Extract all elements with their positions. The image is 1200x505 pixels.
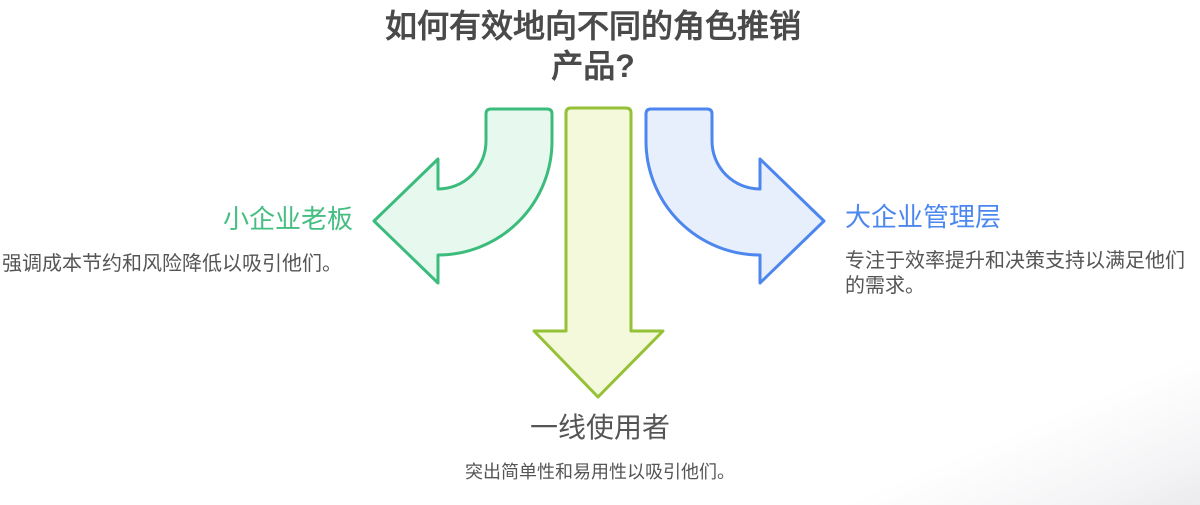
role-label-small-business-owner: 小企业老板 xyxy=(222,204,353,234)
role-label-frontline-user: 一线使用者 xyxy=(529,412,670,443)
curved-arrow-right-icon xyxy=(644,107,826,285)
diagram-title: 如何有效地向不同的角色推销 产品? xyxy=(383,6,803,86)
title-line-2: 产品? xyxy=(551,48,635,84)
role-desc-small-business-owner: 强调成本节约和风险降低以吸引他们。 xyxy=(2,253,342,275)
title-line-1: 如何有效地向不同的角色推销 xyxy=(384,8,801,44)
role-label-enterprise-management: 大企业管理层 xyxy=(845,202,1002,232)
role-desc-enterprise-management: 专注于效率提升和决策支持以满足他们的需求。 xyxy=(845,250,1185,297)
role-desc-frontline-user: 突出简单性和易用性以吸引他们。 xyxy=(465,462,735,482)
curved-arrow-left-icon xyxy=(372,107,554,285)
straight-arrow-down-icon xyxy=(532,106,665,399)
